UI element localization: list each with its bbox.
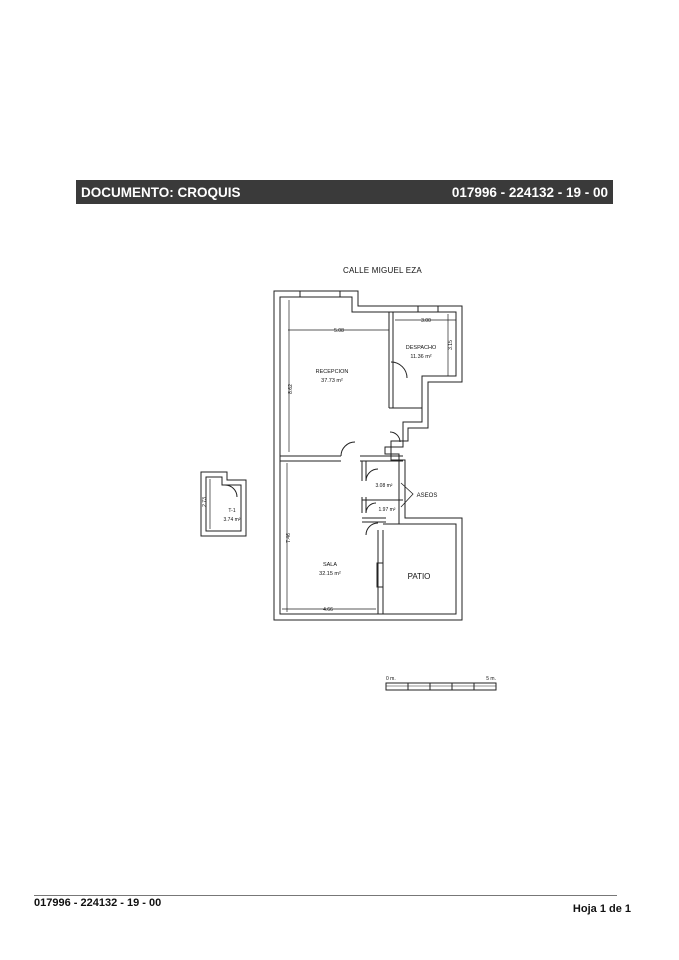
partition-wall bbox=[388, 312, 394, 408]
inner-wall bbox=[279, 296, 457, 615]
document-type-label: DOCUMENTO: CROQUIS bbox=[81, 184, 241, 200]
room-name-despacho: DESPACHO bbox=[406, 345, 437, 351]
footer-divider bbox=[34, 895, 617, 896]
t1-outer-wall bbox=[200, 471, 247, 537]
room-area-recepcion: 37.73 m² bbox=[321, 378, 343, 384]
document-reference: 017996 - 224132 - 19 - 00 bbox=[451, 184, 608, 200]
dimension-despacho-depth: 3.15 bbox=[448, 340, 454, 350]
room-area-aseo-1: 3.08 m² bbox=[376, 483, 393, 489]
room-name-aseos: ASEOS bbox=[417, 493, 438, 499]
room-area-aseo-2: 1.97 m² bbox=[379, 507, 396, 513]
t1-inner-wall bbox=[205, 476, 242, 532]
scale-start-label: 0 m. bbox=[386, 676, 396, 682]
dimension-sala-depth: 7.46 bbox=[286, 533, 292, 543]
dimension-despacho-width: 3.00 bbox=[421, 318, 431, 324]
room-name-recepcion: RECEPCION bbox=[316, 369, 349, 375]
room-name-patio: PATIO bbox=[408, 572, 431, 581]
dimension-sala-width: 4.66 bbox=[323, 607, 333, 613]
dimension-recepcion-width: 5.08 bbox=[334, 328, 344, 334]
footer-page-number: Hoja 1 de 1 bbox=[572, 903, 631, 915]
street-label: CALLE MIGUEL EZA bbox=[343, 266, 422, 275]
footer-reference: 017996 - 224132 - 19 - 00 bbox=[34, 897, 162, 909]
document-header-bar: DOCUMENTO: CROQUIS 017996 - 224132 - 19 … bbox=[76, 180, 613, 204]
room-area-t1: 3.74 m² bbox=[224, 517, 241, 523]
scale-end-label: 5 m. bbox=[486, 676, 496, 682]
partition-wall bbox=[280, 455, 341, 462]
room-area-despacho: 11.36 m² bbox=[410, 354, 431, 360]
dimension-t1-depth: 2.73 bbox=[202, 497, 208, 507]
scale-bar bbox=[385, 682, 497, 691]
room-name-sala: SALA bbox=[323, 562, 337, 568]
room-area-sala: 32.15 m² bbox=[319, 571, 341, 577]
dimension-recepcion-depth: 8.62 bbox=[288, 384, 294, 394]
room-name-t1: T-1 bbox=[228, 508, 235, 514]
